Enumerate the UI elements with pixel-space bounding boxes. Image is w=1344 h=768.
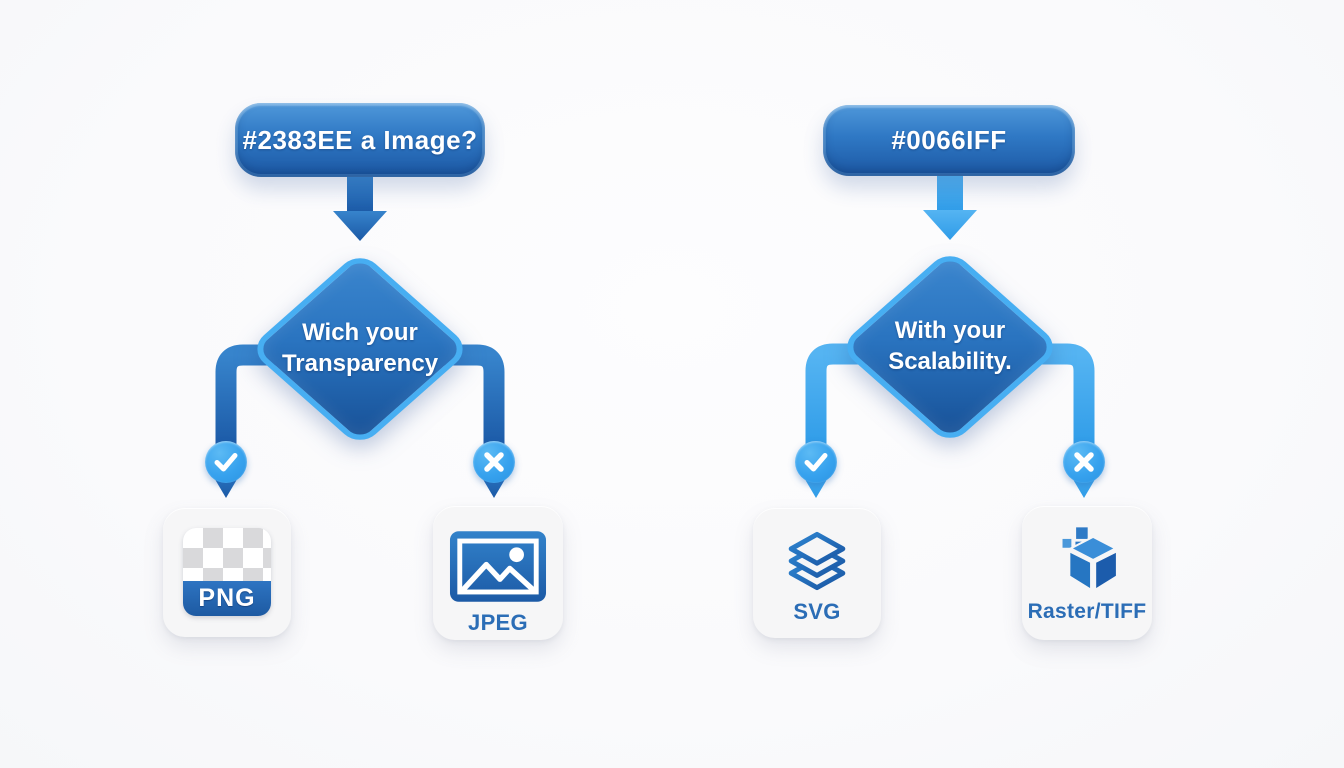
x-badge <box>473 441 515 483</box>
result-card-jpeg: JPEG <box>433 506 563 640</box>
decision-line1: With your <box>894 317 1006 344</box>
result-card-png: PNG <box>163 508 291 637</box>
decision-label-left: Wich your Transparency <box>248 317 472 379</box>
result-card-tiff: Raster/TIFF <box>1022 506 1152 640</box>
png-label-bar: PNG <box>183 581 271 616</box>
result-label-png: PNG <box>198 584 256 612</box>
start-node-right: #0066IFF <box>823 105 1075 176</box>
layers-icon <box>779 530 855 597</box>
check-badge <box>205 441 247 483</box>
result-card-svg: SVG <box>753 508 881 638</box>
result-label-svg: SVG <box>793 599 841 624</box>
start-node-left: #2383EE a Image? <box>235 103 485 177</box>
decision-line2: Transparency <box>281 350 439 377</box>
x-badge <box>1063 441 1105 483</box>
check-badge <box>795 441 837 483</box>
checkerboard-file-icon: PNG <box>183 528 271 616</box>
pixel-cube-icon <box>1053 527 1121 598</box>
check-icon <box>214 453 238 472</box>
start-node-label: #2383EE a Image? <box>242 124 478 155</box>
check-icon <box>804 453 828 472</box>
decision-line1: Wich your <box>302 319 418 346</box>
x-icon <box>484 452 504 472</box>
arrow-down-icon <box>333 176 387 241</box>
photo-image-icon <box>449 530 547 608</box>
decision-line2: Scalability. <box>888 348 1012 375</box>
arrow-down-icon <box>923 175 977 240</box>
result-label-tiff: Raster/TIFF <box>1027 600 1147 623</box>
x-icon <box>1074 452 1094 472</box>
result-label-jpeg: JPEG <box>468 610 528 635</box>
decision-label-right: With your Scalability. <box>838 315 1062 377</box>
start-node-label: #0066IFF <box>891 125 1007 155</box>
transparency-checkerboard <box>183 528 271 581</box>
